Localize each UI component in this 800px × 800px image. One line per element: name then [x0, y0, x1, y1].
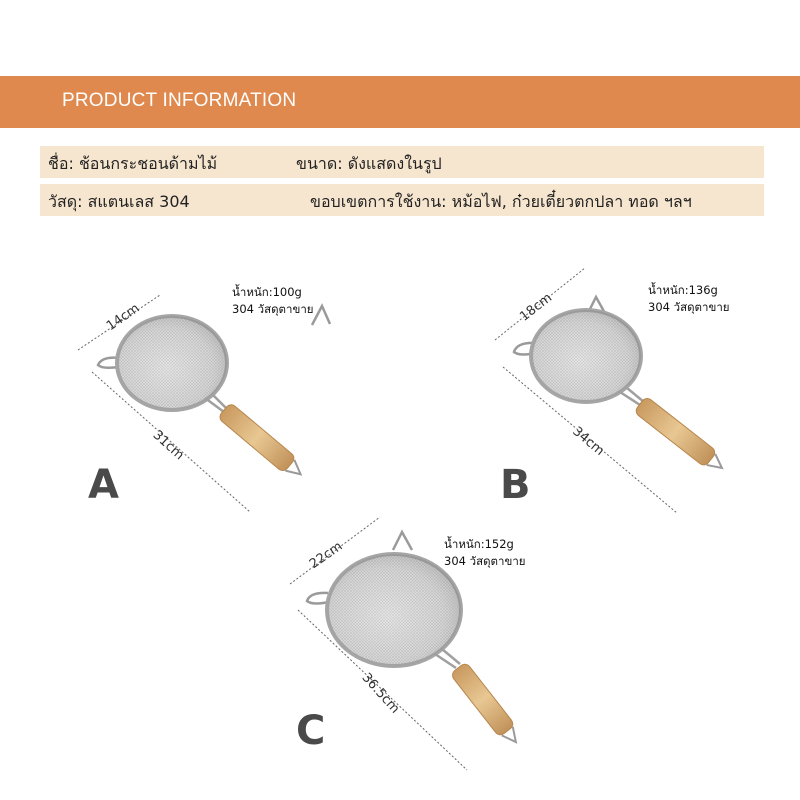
product-b-material: 304 วัสดุตาขาย — [648, 300, 730, 314]
product-name: ชื่อ: ช้อนกระชอนด้ามไม้ — [48, 154, 218, 173]
product-a-material: 304 วัสดุตาขาย — [232, 302, 314, 316]
product-c-weight: น้ำหนัก:152g — [444, 537, 514, 551]
info-row-1: ชื่อ: ช้อนกระชอนด้ามไม้ ขนาด: ดังแสดงในร… — [40, 146, 764, 178]
product-c-letter: C — [296, 708, 326, 754]
product-a-spec: น้ำหนัก:100g 304 วัสดุตาขาย — [232, 284, 314, 318]
product-c-spec: น้ำหนัก:152g 304 วัสดุตาขาย — [444, 536, 526, 570]
header-bar: PRODUCT INFORMATION — [0, 76, 800, 128]
product-material: วัสดุ: สแตนเลส 304 — [48, 192, 190, 211]
product-usage: ขอบเขตการใช้งาน: หม้อไฟ, ก๋วยเตี๋ยวตกปลา… — [310, 192, 692, 211]
strainer-b — [494, 267, 724, 514]
product-b-weight: น้ำหนัก:136g — [648, 283, 718, 297]
product-a-letter: A — [88, 462, 119, 508]
product-size: ขนาด: ดังแสดงในรูป — [296, 154, 442, 173]
header-title: PRODUCT INFORMATION — [62, 90, 297, 111]
product-b-spec: น้ำหนัก:136g 304 วัสดุตาขาย — [648, 282, 730, 316]
product-c-material: 304 วัสดุตาขาย — [444, 554, 526, 568]
info-row-2: วัสดุ: สแตนเลส 304 ขอบเขตการใช้งาน: หม้อ… — [40, 184, 764, 216]
product-a-weight: น้ำหนัก:100g — [232, 285, 302, 299]
strainer-c — [289, 516, 518, 771]
product-b-letter-text: B — [500, 462, 531, 508]
strainer-a — [77, 294, 332, 513]
